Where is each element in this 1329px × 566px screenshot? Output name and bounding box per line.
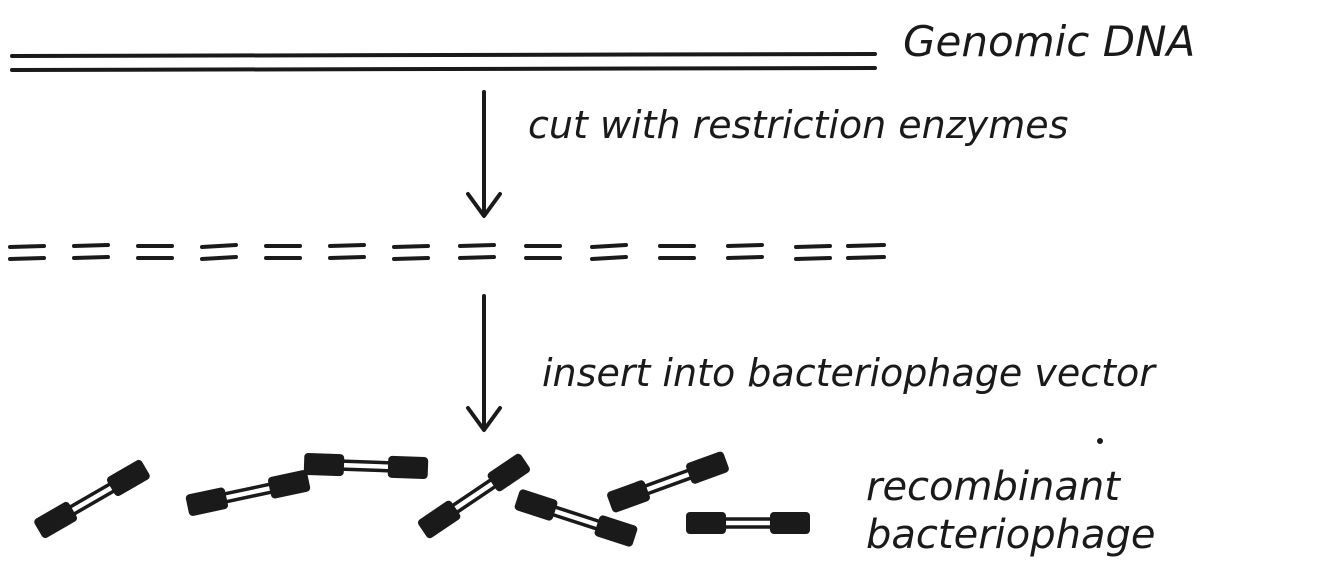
insert-step-label: insert into bacteriophage vector — [542, 351, 1157, 395]
dna-fragment-strand — [10, 246, 44, 247]
bacteriophage-shape — [304, 453, 429, 479]
stray-dot — [1097, 438, 1103, 444]
bacteriophage-shape — [416, 452, 531, 540]
dna-fragment-strand — [796, 246, 830, 247]
dna-fragment-strand — [728, 245, 762, 246]
dna-fragments — [10, 245, 884, 259]
dna-fragment-strand — [10, 258, 44, 259]
dna-fragment-strand — [202, 245, 236, 247]
dna-fragment-strand — [592, 245, 626, 247]
bacteriophage-shape — [33, 458, 151, 539]
dna-fragment-strand — [202, 257, 236, 259]
dna-fragment-strand — [330, 257, 364, 258]
arrow-cut-step — [468, 92, 500, 216]
dna-fragment-strand — [848, 245, 884, 246]
dna-fragment-strand — [394, 246, 428, 247]
dna-fragment-strand — [460, 257, 494, 258]
cut-step-label: cut with restriction enzymes — [528, 103, 1068, 147]
arrow-insert-step — [468, 296, 500, 430]
dna-fragment-strand — [848, 257, 884, 258]
bacteriophage-shape — [185, 469, 311, 516]
dna-fragment-strand — [796, 258, 830, 259]
dna-fragment-strand — [394, 258, 428, 259]
genomic-dna-label: Genomic DNA — [903, 17, 1195, 66]
dna-fragment-strand — [330, 245, 364, 246]
bacteriophage-shape — [606, 450, 730, 513]
recombinant-phages — [33, 450, 810, 547]
genomic-dna-strand — [12, 54, 875, 70]
dna-fragment-strand — [592, 257, 626, 259]
dna-fragment-strand — [74, 257, 108, 258]
dna-fragment-strand — [74, 245, 108, 246]
result-label-line2: bacteriophage — [866, 512, 1155, 558]
result-label-line1: recombinant — [866, 464, 1121, 510]
dna-fragment-strand — [460, 245, 494, 246]
dna-fragment-strand — [728, 257, 762, 258]
bacteriophage-shape — [686, 512, 810, 534]
